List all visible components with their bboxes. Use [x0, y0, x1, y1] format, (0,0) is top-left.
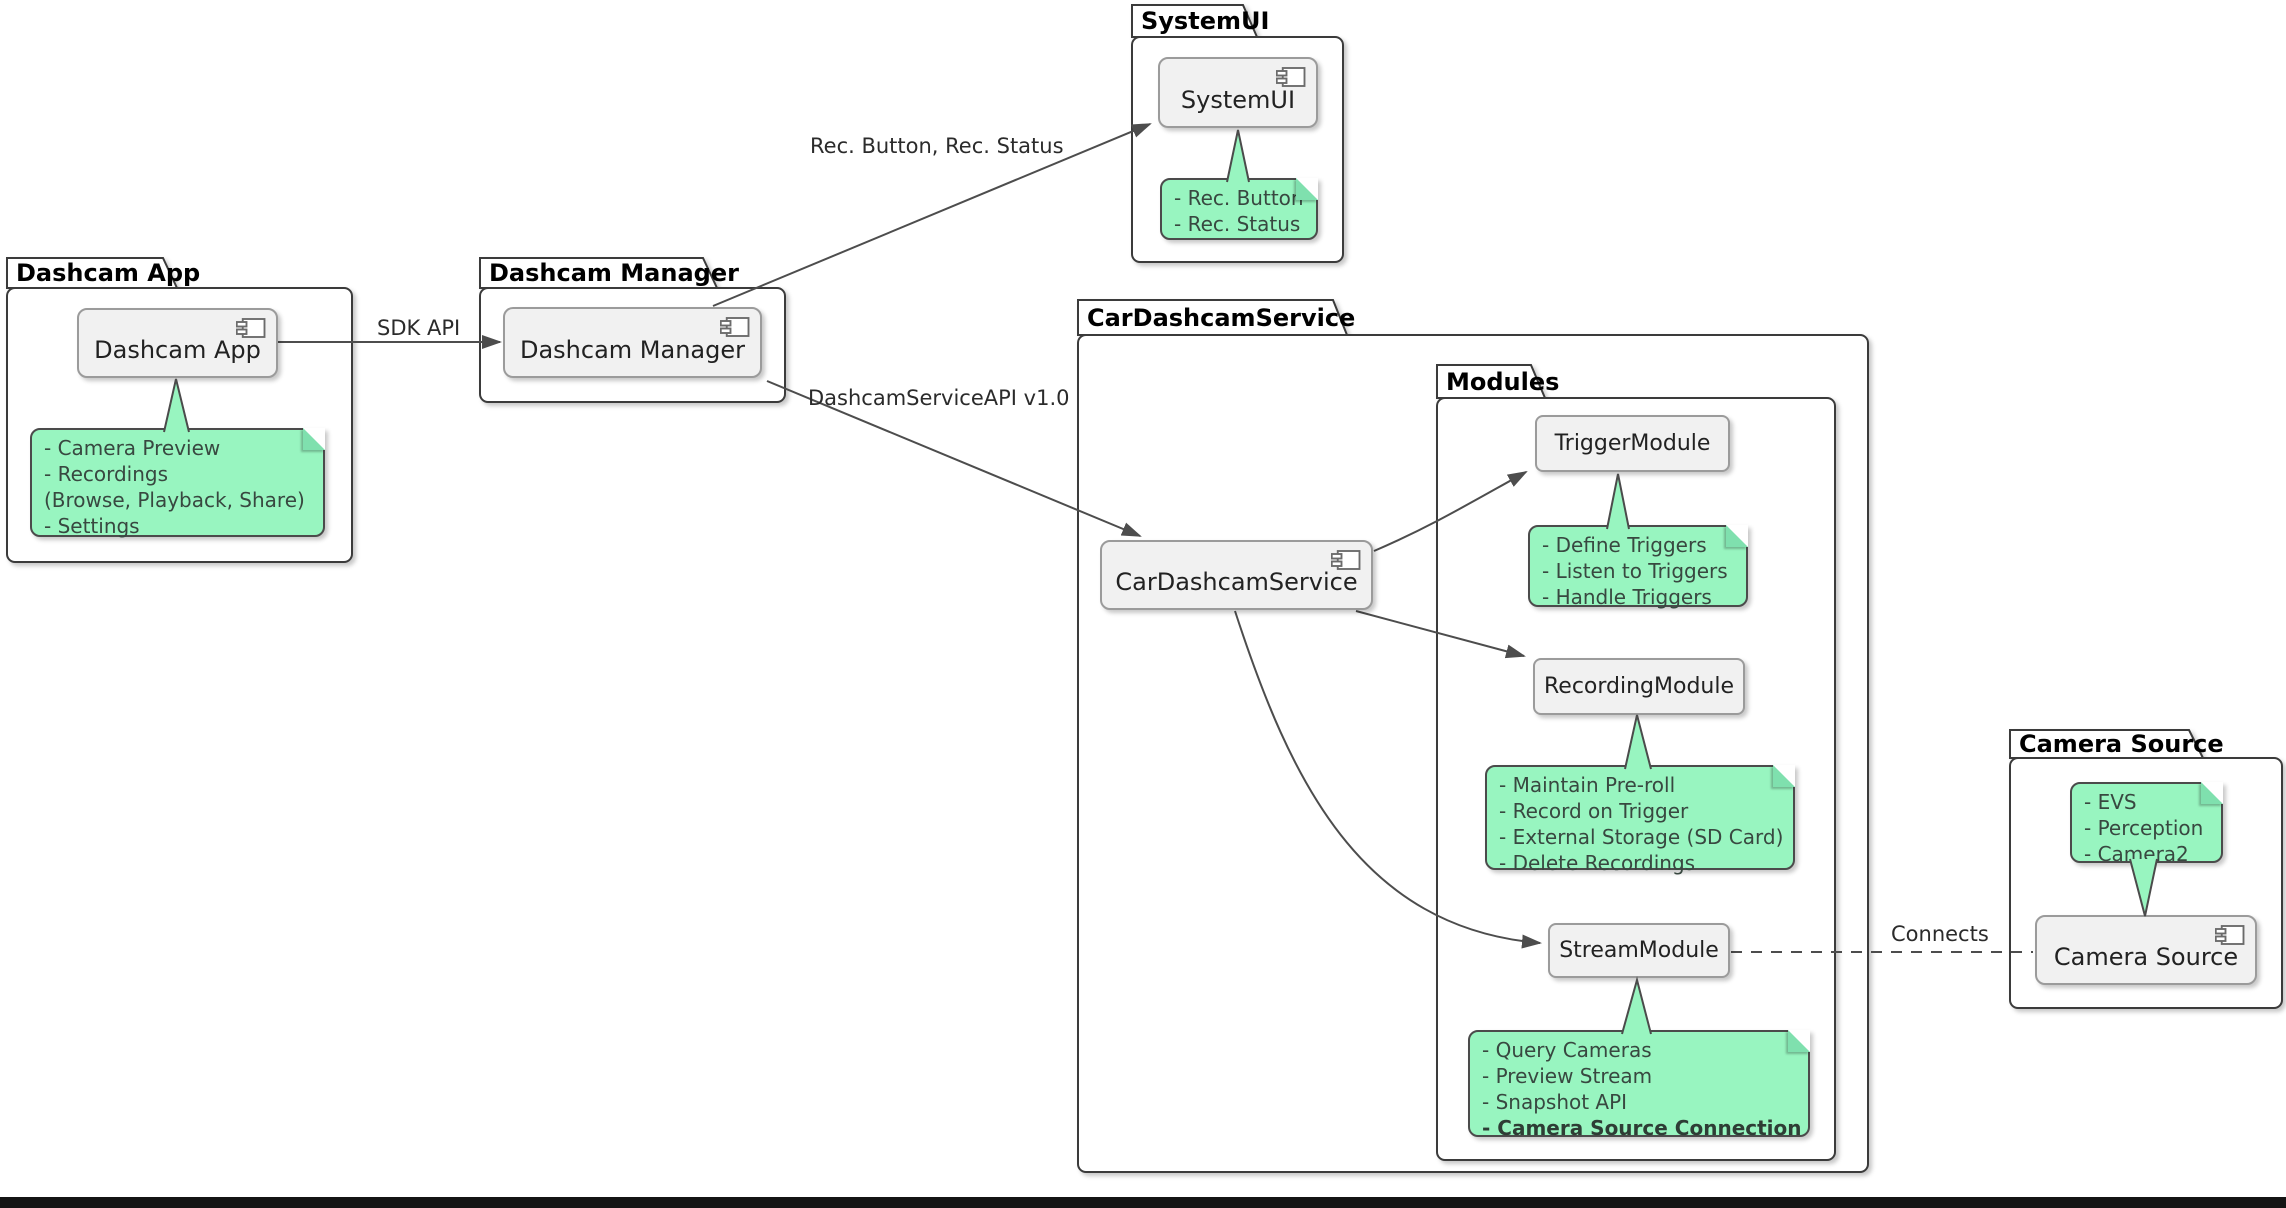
note-line: - Rec. Status — [1174, 212, 1301, 236]
note-line: - Preview Stream — [1482, 1064, 1653, 1088]
edge-label-connects: Connects — [1891, 922, 1989, 946]
component-camera-source: Camera Source — [2035, 915, 2257, 985]
edge-rec-button-status — [712, 123, 1152, 307]
note-systemui: - Rec. Button - Rec. Status — [1160, 178, 1318, 240]
note-line: - Recordings — [44, 462, 169, 486]
note-line: - Camera Source Connection — [1482, 1116, 1802, 1140]
component-trigger-module: TriggerModule — [1535, 415, 1730, 472]
note-line: (Browse, Playback, Share) — [44, 488, 305, 512]
component-car-dashcam-service: CarDashcamService — [1100, 540, 1373, 610]
component-icon — [720, 317, 750, 337]
package-title-dashcam-manager: Dashcam Manager — [489, 259, 739, 287]
component-icon — [236, 318, 266, 338]
edge-service-to-recording — [1355, 610, 1526, 659]
note-line: - Settings — [44, 514, 140, 538]
component-label: Camera Source — [2053, 943, 2239, 971]
note-line: - Maintain Pre-roll — [1499, 773, 1676, 797]
component-systemui: SystemUI — [1158, 57, 1318, 128]
note-line: - Rec. Button — [1174, 186, 1304, 210]
component-label: Dashcam Manager — [519, 335, 745, 364]
edge-dashcam-service-api — [766, 380, 1142, 537]
note-stream-module: - Query Cameras - Preview Stream - Snaps… — [1468, 1030, 1810, 1140]
edge-service-to-trigger — [1373, 471, 1528, 552]
component-icon — [1331, 550, 1361, 570]
component-icon — [1276, 67, 1306, 87]
component-stream-module: StreamModule — [1548, 923, 1730, 978]
component-icon — [2215, 925, 2245, 945]
bottom-bar — [0, 1197, 2286, 1208]
note-trigger-module: - Define Triggers - Listen to Triggers -… — [1528, 525, 1748, 609]
note-recording-module: - Maintain Pre-roll - Record on Trigger … — [1485, 765, 1795, 875]
edge-service-to-stream — [1234, 610, 1542, 949]
note-line: - Camera Preview — [44, 436, 221, 460]
component-label: StreamModule — [1559, 938, 1719, 963]
edge-label-rec-button-status: Rec. Button, Rec. Status — [810, 134, 1064, 158]
component-label: RecordingModule — [1543, 674, 1735, 699]
component-label: Dashcam App — [94, 336, 261, 364]
note-line: - Listen to Triggers — [1542, 559, 1728, 583]
component-label: CarDashcamService — [1115, 568, 1358, 596]
package-title-camera-source: Camera Source — [2019, 730, 2224, 758]
component-label: SystemUI — [1180, 85, 1296, 114]
note-line: - External Storage (SD Card) — [1499, 825, 1784, 849]
package-title-car-dashcam-service: CarDashcamService — [1087, 303, 1356, 332]
component-dashcam-manager: Dashcam Manager — [503, 307, 762, 378]
note-line: - Define Triggers — [1542, 533, 1707, 557]
note-line: - Snapshot API — [1482, 1090, 1628, 1114]
note-dashcam-app: - Camera Preview - Recordings (Browse, P… — [30, 428, 325, 538]
edge-label-sdk-api: SDK API — [377, 316, 461, 340]
note-line: - Camera2 — [2084, 842, 2189, 866]
note-line: - Delete Recordings — [1499, 851, 1696, 875]
package-title-modules: Modules — [1446, 367, 1560, 396]
note-camera-source: - EVS - Perception - Camera2 — [2070, 782, 2223, 866]
component-label: TriggerModule — [1554, 431, 1711, 456]
package-title-dashcam-app: Dashcam App — [16, 259, 201, 287]
note-line: - EVS — [2084, 790, 2137, 814]
note-line: - Record on Trigger — [1499, 799, 1689, 823]
component-dashcam-app: Dashcam App — [77, 308, 278, 378]
note-line: - Query Cameras — [1482, 1038, 1652, 1062]
note-line: - Handle Triggers — [1542, 585, 1712, 609]
edge-label-dashcam-service-api: DashcamServiceAPI v1.0 — [808, 386, 1070, 410]
component-recording-module: RecordingModule — [1533, 658, 1745, 715]
package-title-systemui: SystemUI — [1141, 7, 1270, 35]
note-line: - Perception — [2084, 816, 2204, 840]
